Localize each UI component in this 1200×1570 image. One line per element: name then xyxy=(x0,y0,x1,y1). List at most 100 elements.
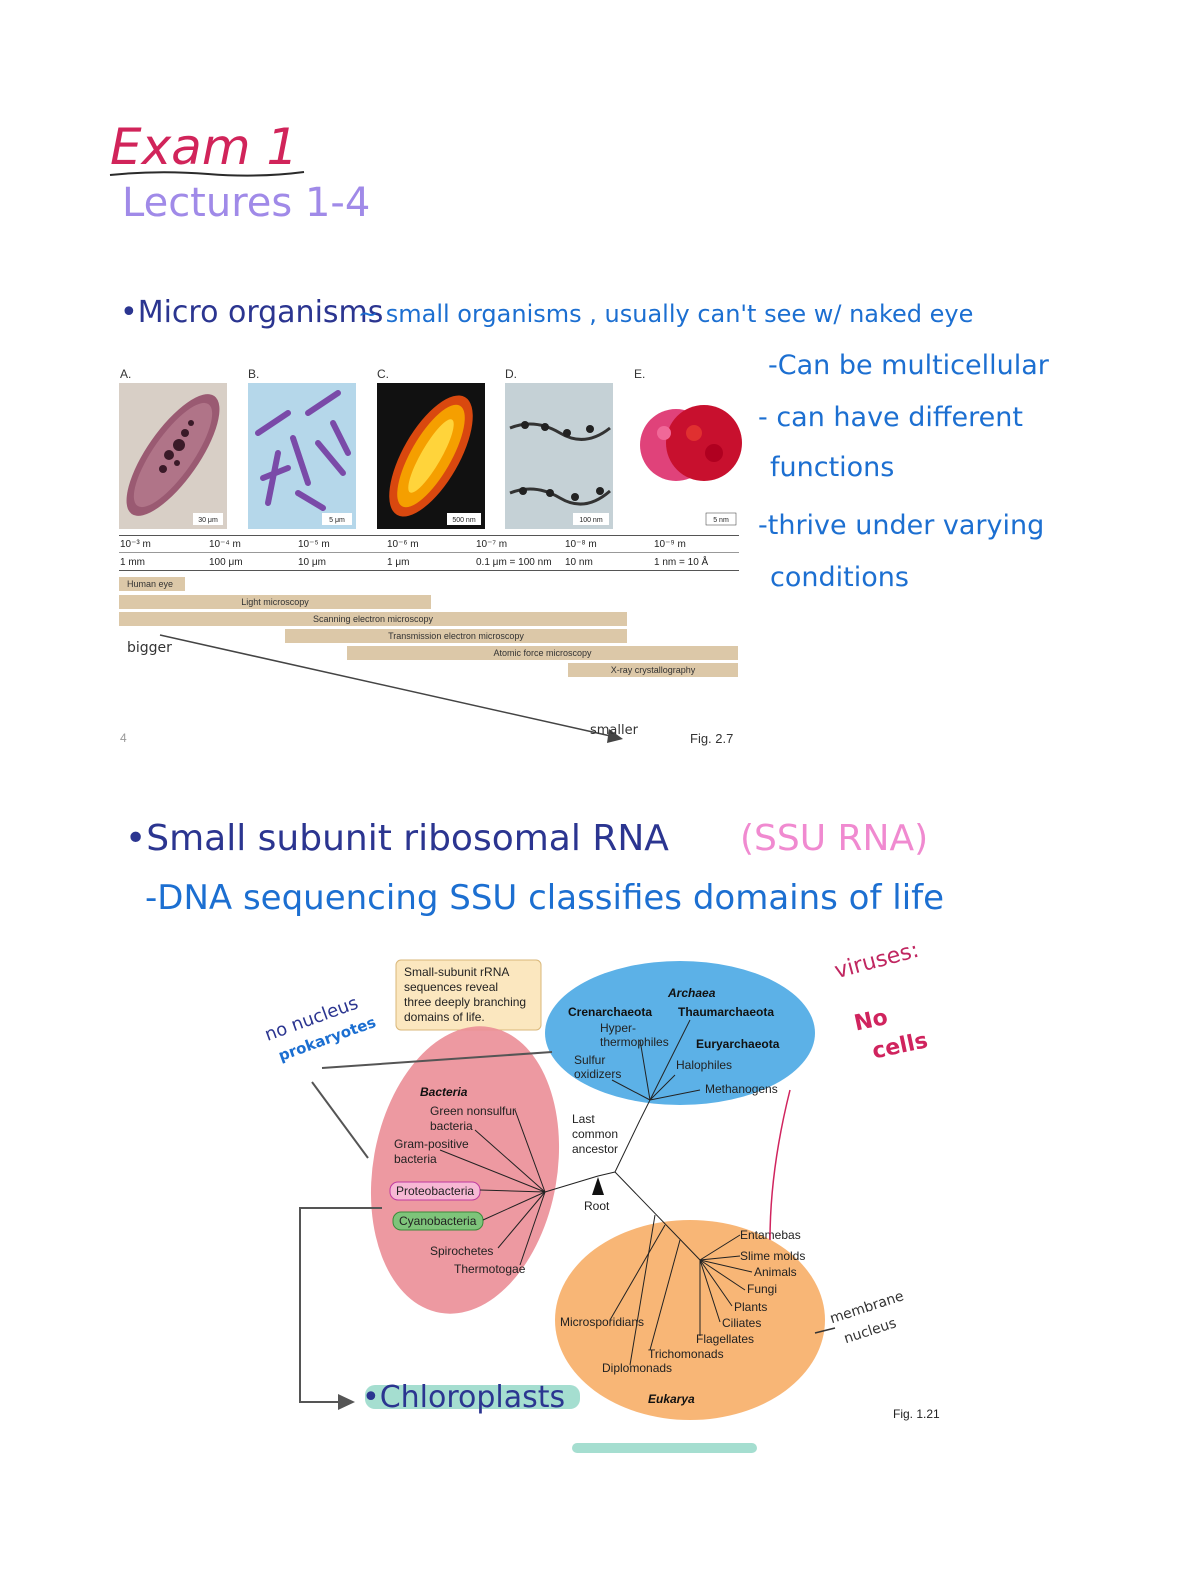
plants-label: Plants xyxy=(734,1300,767,1314)
note-conditions: conditions xyxy=(770,562,909,593)
eukarya-region xyxy=(555,1220,825,1420)
halophiles-label: Halophiles xyxy=(676,1058,732,1072)
scale-unit-6: 1 nm = 10 Å xyxy=(654,557,709,568)
scale-unit-5: 10 nm xyxy=(565,557,593,568)
scale-d: 100 nm xyxy=(579,517,603,524)
panel-letter-c: C. xyxy=(377,367,389,381)
fungi-label: Fungi xyxy=(747,1282,777,1296)
callout-line-3: three deeply branching xyxy=(404,995,526,1009)
chloroplast-arrowhead xyxy=(338,1394,355,1410)
archaea-region xyxy=(545,961,815,1105)
bacteria-branches xyxy=(439,1109,546,1266)
scale-meter-3: 10⁻⁶ m xyxy=(387,539,419,550)
cyanobacteria-label: Cyanobacteria xyxy=(399,1214,477,1228)
page-number: 4 xyxy=(120,731,127,745)
bacillus-image: 5 μm xyxy=(248,383,356,529)
note-thrive: -thrive under varying xyxy=(758,510,1045,541)
microscopy-figure: A. B. C. D. E. 30 μm 5 μm 500 nm xyxy=(115,365,745,750)
flagellates-label: Flagellates xyxy=(696,1332,754,1346)
scale-a: 30 μm xyxy=(198,517,218,524)
tree-of-life-figure: Small-subunit rRNA sequences reveal thre… xyxy=(299,959,940,1453)
fig-caption-1-21: Fig. 1.21 xyxy=(893,1407,940,1421)
technique-afm: Atomic force microscopy xyxy=(347,646,738,660)
sulfur-oxidizers-label-2: oxidizers xyxy=(574,1067,621,1081)
root-marker xyxy=(592,1177,604,1195)
arrow-label-bigger: bigger xyxy=(127,640,172,656)
partial-highlight xyxy=(572,1443,757,1453)
hyperthermophiles-label-1: Hyper- xyxy=(600,1021,636,1035)
scale-unit-1: 100 μm xyxy=(209,557,243,568)
scale-divider-bottom xyxy=(119,570,739,571)
archaea-branches xyxy=(611,1019,701,1121)
scale-meter-0: 10⁻³ m xyxy=(120,539,151,550)
chloroplasts-bullet: •Chloroplasts xyxy=(362,1380,566,1415)
central-branches xyxy=(544,1119,641,1193)
arrow-label-smaller: smaller xyxy=(590,723,638,738)
root-label: Root xyxy=(584,1199,610,1213)
ciliates-label: Ciliates xyxy=(722,1316,761,1330)
dna-tem-image: 100 nm xyxy=(505,383,613,529)
trichomonads-label: Trichomonads xyxy=(648,1347,724,1361)
callout-line-1: Small-subunit rRNA xyxy=(404,965,509,979)
crenarchaeota-label: Crenarchaeota xyxy=(568,1005,652,1019)
euryarchaeota-label: Euryarchaeota xyxy=(696,1037,780,1051)
scale-meter-1: 10⁻⁴ m xyxy=(209,539,241,550)
green-nonsulfur-label-1: Green nonsulfur xyxy=(430,1104,516,1118)
technique-sem: Scanning electron microscopy xyxy=(119,612,627,626)
scale-unit-0: 1 mm xyxy=(120,557,145,568)
scale-b: 5 μm xyxy=(329,517,345,524)
panel-letter-d: D. xyxy=(505,367,517,381)
panel-letter-a: A. xyxy=(120,367,132,381)
eukarya-branches xyxy=(609,1171,753,1366)
callout-line-2: sequences reveal xyxy=(404,980,498,994)
thaumarchaeota-label: Thaumarchaeota xyxy=(678,1005,774,1019)
cyanobacteria-pill xyxy=(392,1211,484,1231)
scale-unit-4: 0.1 μm = 100 nm xyxy=(476,557,552,568)
green-nonsulfur-label-2: bacteria xyxy=(430,1119,473,1133)
animals-label: Animals xyxy=(754,1265,797,1279)
scale-divider-top xyxy=(119,535,739,536)
callout-line-4: domains of life. xyxy=(404,1010,485,1024)
scale-meter-2: 10⁻⁵ m xyxy=(298,539,330,550)
lca-label-2: common xyxy=(572,1127,618,1141)
methanogens-label: Methanogens xyxy=(705,1082,778,1096)
note-multicellular: -Can be multicellular xyxy=(768,350,1049,381)
microorganisms-definition: ~ small organisms , usually can't see w/… xyxy=(358,300,974,328)
scale-meter-5: 10⁻⁸ m xyxy=(565,539,597,550)
note-functions: functions xyxy=(770,452,895,483)
technique-tem: Transmission electron microscopy xyxy=(285,629,627,643)
bacteria-title: Bacteria xyxy=(420,1085,468,1099)
spirochetes-label: Spirochetes xyxy=(430,1244,493,1258)
bacterium-sem-image: 500 nm xyxy=(377,383,485,529)
scale-e: 5 nm xyxy=(713,517,729,524)
panel-letter-e: E. xyxy=(634,367,646,381)
lca-label-1: Last xyxy=(572,1112,595,1126)
gram-positive-label-1: Gram-positive xyxy=(394,1137,469,1151)
scale-unit-3: 1 μm xyxy=(387,557,410,568)
eukarya-title: Eukarya xyxy=(648,1392,695,1406)
fig-caption-2-7: Fig. 2.7 xyxy=(690,731,734,746)
ssu-abbrev: (SSU RNA) xyxy=(740,818,929,859)
microorganisms-bullet: •Micro organisms xyxy=(120,295,384,330)
microsporidians-label: Microsporidians xyxy=(560,1315,644,1329)
proteobacteria-pill xyxy=(389,1181,481,1201)
page-title: Exam 1 xyxy=(110,118,299,176)
archaea-title: Archaea xyxy=(667,986,716,1000)
panel-letter-b: B. xyxy=(248,367,260,381)
technique-human-eye: Human eye xyxy=(119,577,185,591)
title-underline xyxy=(109,171,305,177)
hyperthermophiles-label-2: thermophiles xyxy=(600,1035,669,1049)
page-subtitle: Lectures 1-4 xyxy=(122,180,371,226)
ssu-bullet: •Small subunit ribosomal RNA xyxy=(125,818,669,859)
ssu-note: -DNA sequencing SSU classifies domains o… xyxy=(145,878,945,918)
chloroplast-highlight xyxy=(365,1385,580,1409)
technique-xray: X-ray crystallography xyxy=(568,663,738,677)
bacteria-region xyxy=(370,1026,560,1314)
lca-label-3: ancestor xyxy=(572,1142,618,1156)
protein-model-image: 5 nm xyxy=(634,383,742,529)
sulfur-oxidizers-label-1: Sulfur xyxy=(574,1053,605,1067)
slime-molds-label: Slime molds xyxy=(740,1249,805,1263)
thermotogae-label: Thermotogae xyxy=(454,1262,526,1276)
diplomonads-label: Diplomonads xyxy=(602,1361,672,1375)
proteobacteria-label: Proteobacteria xyxy=(396,1184,474,1198)
